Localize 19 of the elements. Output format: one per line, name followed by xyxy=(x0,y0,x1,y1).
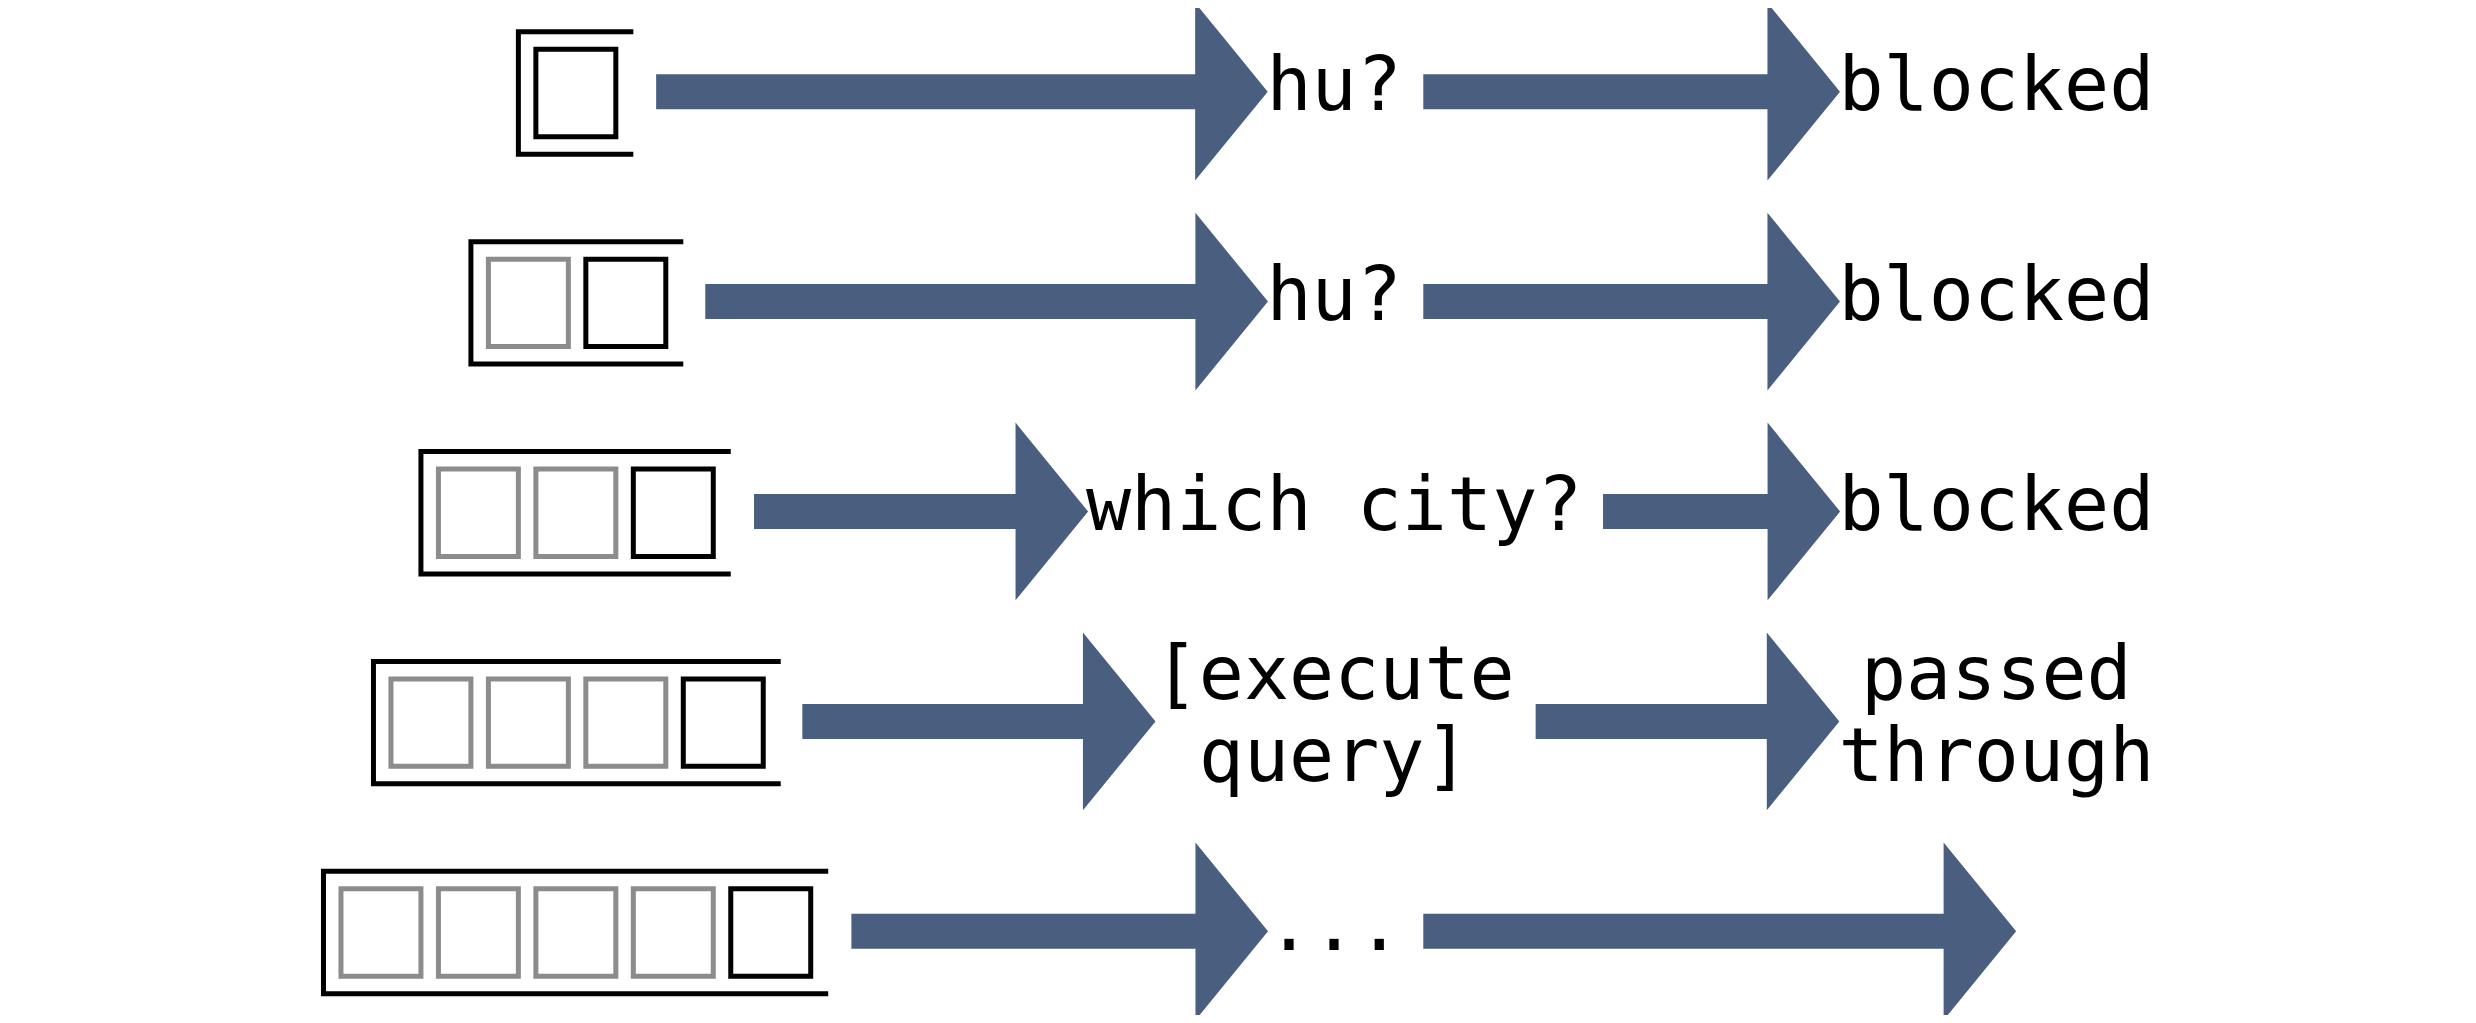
arrow xyxy=(851,842,1269,1015)
arrow xyxy=(754,422,1089,601)
node-text: blocked xyxy=(1838,460,2155,549)
node-text: hu? xyxy=(1266,250,1402,339)
arrow xyxy=(1423,842,2017,1015)
arrow xyxy=(1535,632,1840,811)
arrow xyxy=(1423,212,1840,391)
arrow xyxy=(802,632,1156,811)
arrow xyxy=(1423,8,1840,181)
node-text: blocked xyxy=(1838,40,2155,129)
node-text: ... xyxy=(1266,880,1402,969)
node-text: hu? xyxy=(1266,40,1402,129)
arrow xyxy=(705,212,1268,391)
arrow xyxy=(1603,422,1841,601)
node-text: passed through xyxy=(1838,628,2155,800)
node-text: [execute query] xyxy=(1153,628,1515,800)
node-text: blocked xyxy=(1838,250,2155,339)
node-text: which city? xyxy=(1086,460,1583,549)
arrow xyxy=(656,8,1268,181)
